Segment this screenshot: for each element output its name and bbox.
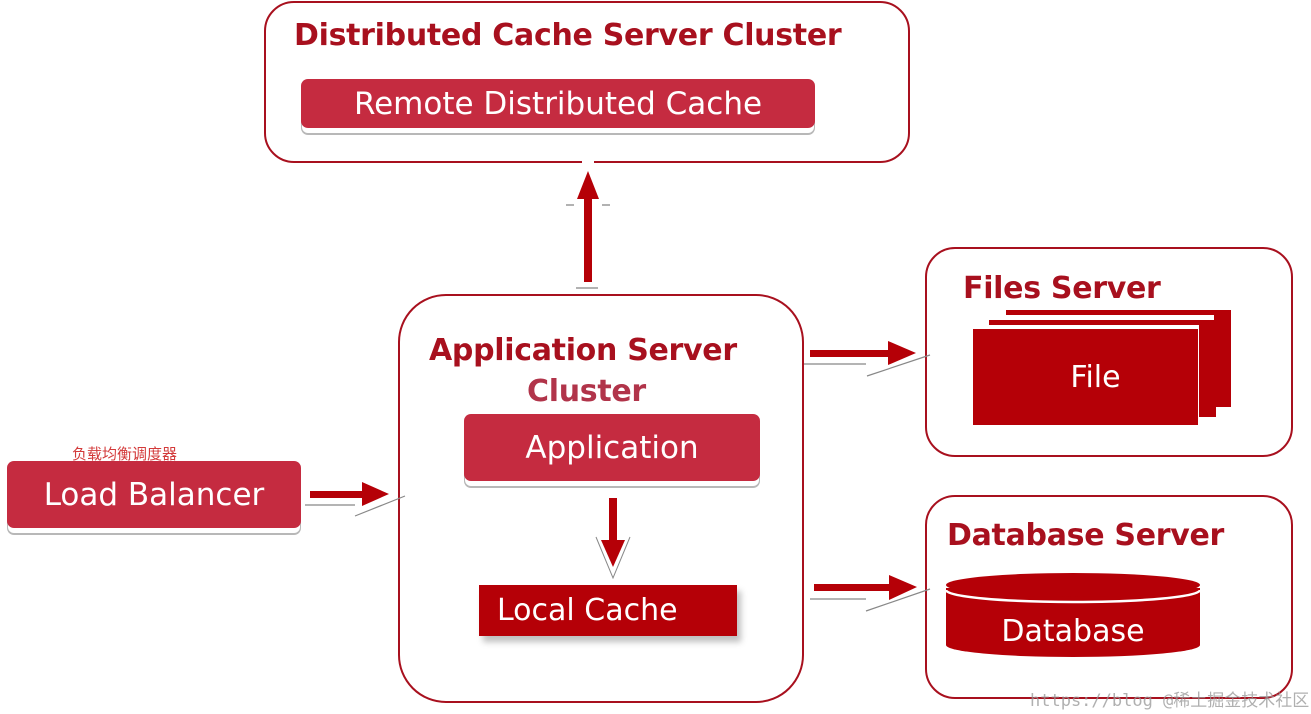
remote-distributed-cache: Remote Distributed Cache [301, 79, 815, 128]
application-cluster-title-line2: Cluster [527, 374, 646, 409]
files-server-title: Files Server [963, 271, 1161, 306]
arrow-up-to-cache-icon [566, 158, 610, 289]
arrow-app-to-local-cache-icon [595, 498, 631, 580]
load-balancer-annotation: 负载均衡调度器 [72, 445, 178, 463]
database-cylinder-icon [944, 573, 1202, 657]
watermark: https://blog @稀土掘金技术社区 [1030, 691, 1310, 711]
file-box: File [973, 329, 1198, 425]
load-balancer: Load Balancer [7, 461, 301, 528]
database-label: Database [1001, 614, 1145, 649]
distributed-cache-cluster-title: Distributed Cache Server Cluster [294, 18, 842, 53]
application-box: Application [464, 414, 760, 481]
arrow-app-to-database-icon [810, 575, 931, 612]
database-server-title: Database Server [947, 518, 1225, 553]
arrow-lb-to-app-icon [305, 482, 406, 517]
application-cluster-title-line1: Application Server [429, 333, 737, 368]
arrow-app-to-files-icon [804, 341, 931, 377]
local-cache-box: Local Cache [479, 585, 737, 636]
